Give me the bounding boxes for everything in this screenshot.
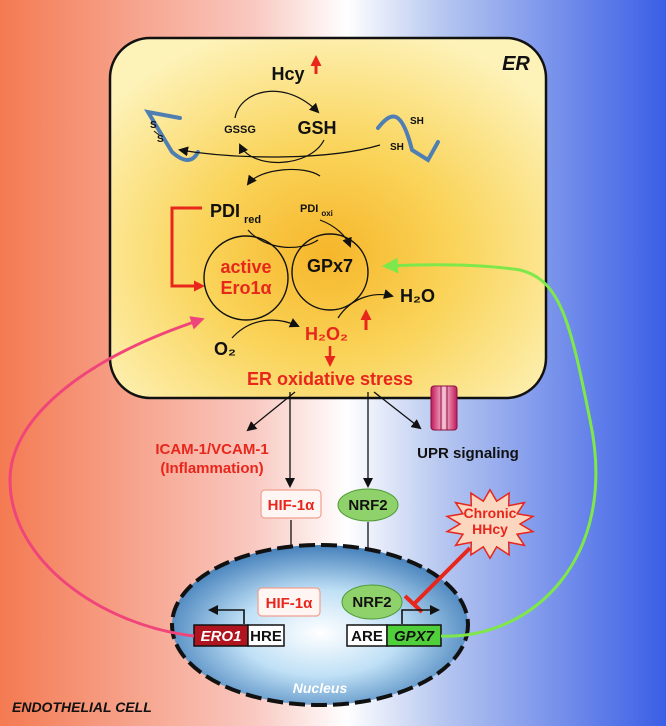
ero1-transcription-arrow xyxy=(208,605,245,624)
hcy-label: Hcy xyxy=(271,64,304,84)
pdi-ero1-bracket-arrow xyxy=(170,206,205,292)
h2o2-to-h2o-arrow xyxy=(337,289,394,319)
gpx7-feedback-arrow xyxy=(382,257,598,638)
are-label: ARE xyxy=(351,628,383,645)
hhcy-inhibition-line xyxy=(412,546,472,606)
nucleus-label: Nucleus xyxy=(293,680,348,696)
chronic-hhcy-burst xyxy=(444,488,536,560)
endothelial-cell-label: ENDOTHELIAL CELL xyxy=(12,699,152,715)
ero1-active-label: active xyxy=(220,257,271,277)
stress-to-icam-arrow xyxy=(246,391,296,432)
nrf2-cyto-label: NRF2 xyxy=(348,497,387,514)
gssg-label: GSSG xyxy=(224,124,256,136)
gsh-to-gssg-arrow xyxy=(238,139,325,164)
disulfide-s-top: S xyxy=(150,120,157,131)
hcy-to-gsh-arrow xyxy=(234,90,320,119)
nucleus xyxy=(170,543,470,707)
gpx7-circle xyxy=(291,233,369,311)
upr-label: UPR signaling xyxy=(417,445,519,462)
er-label: ER xyxy=(502,53,530,75)
gsh-label: GSH xyxy=(297,118,336,138)
pdi-cycle-lower-arc xyxy=(247,229,319,249)
gpx7-gene-box xyxy=(386,624,442,647)
hhcy-label: HHcy xyxy=(472,521,508,537)
thiol-sh-bottom: SH xyxy=(390,142,404,153)
disulfide-protein-icon xyxy=(143,109,200,162)
protein-reduction-arrow xyxy=(178,144,381,158)
reduced-protein-icon xyxy=(376,114,440,163)
hif-cyto-box xyxy=(260,489,322,519)
ero1-name-label: Ero1α xyxy=(220,278,271,298)
ero1-circle xyxy=(203,235,289,321)
disulfide-s-bottom: S xyxy=(157,134,164,145)
nrf2-cyto-ellipse xyxy=(337,488,399,522)
h2o-label: H₂O xyxy=(400,286,435,306)
er-stress-label: ER oxidative stress xyxy=(247,369,413,389)
thiol-sh-top: SH xyxy=(410,116,424,127)
ero1-gene-label: ERO1 xyxy=(201,628,242,645)
h2o2-label: H₂O₂ xyxy=(305,324,348,344)
pdi-oxi-to-red-arrow xyxy=(246,168,321,186)
hre-box xyxy=(247,624,285,647)
hif-cyto-label: HIF-1α xyxy=(268,497,316,514)
hif-nuc-label: HIF-1α xyxy=(266,595,314,612)
disulfide-bond-line xyxy=(153,130,160,136)
gpx7-label: GPx7 xyxy=(307,256,353,276)
chronic-label: Chronic xyxy=(464,505,517,521)
nrf2-nuc-label: NRF2 xyxy=(352,594,391,611)
icam-label: ICAM-1/VCAM-1 xyxy=(155,441,268,458)
gpx7-gene-label: GPX7 xyxy=(394,628,435,645)
o2-label: O₂ xyxy=(214,339,236,359)
nrf2-nuc-ellipse xyxy=(341,584,403,620)
hre-label: HRE xyxy=(250,628,282,645)
hif-nuc-box xyxy=(257,587,321,617)
stress-to-upr-arrow xyxy=(373,391,422,430)
pdi-to-gpx7-arrow xyxy=(319,219,352,248)
upr-receptor-icon xyxy=(430,385,458,431)
inflammation-label: (Inflammation) xyxy=(160,460,263,477)
gpx7-transcription-arrow xyxy=(401,605,440,624)
er-compartment xyxy=(108,36,548,400)
o2-to-h2o2-arrow xyxy=(231,318,300,339)
ero1-feedback-arrow xyxy=(8,316,205,638)
